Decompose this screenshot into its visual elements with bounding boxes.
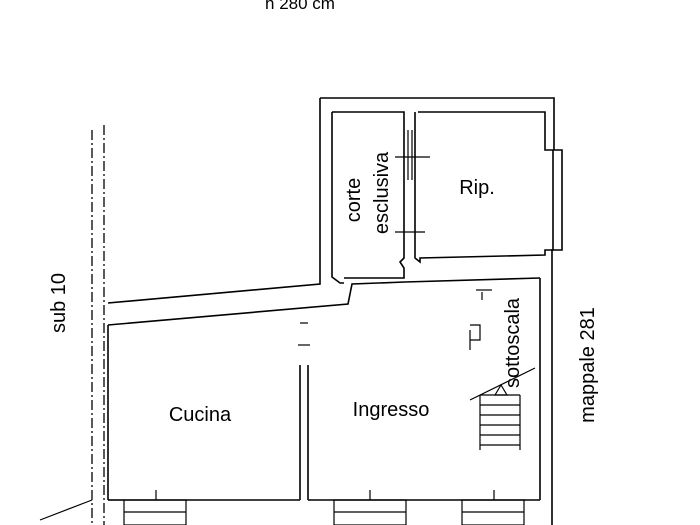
height-annotation: h 280 cm [265, 0, 335, 13]
bottom-windows [123, 490, 525, 525]
room-label-courtyard-line2: esclusiva [371, 151, 393, 234]
room-label-entrance: Ingresso [353, 399, 430, 421]
storage-room-walls [395, 111, 554, 264]
outer-walls [39, 97, 563, 525]
room-label-kitchen: Cucina [169, 404, 232, 426]
neighbor-label-right: mappale 281 [577, 307, 599, 423]
room-label-courtyard-line1: corte [343, 178, 365, 222]
room-label-under-stairs: sottoscala [502, 297, 524, 388]
left-boundary-lines [91, 125, 105, 525]
staircase [469, 289, 536, 450]
neighbor-label-left: sub 10 [48, 273, 70, 333]
room-label-storage: Rip. [459, 177, 495, 199]
